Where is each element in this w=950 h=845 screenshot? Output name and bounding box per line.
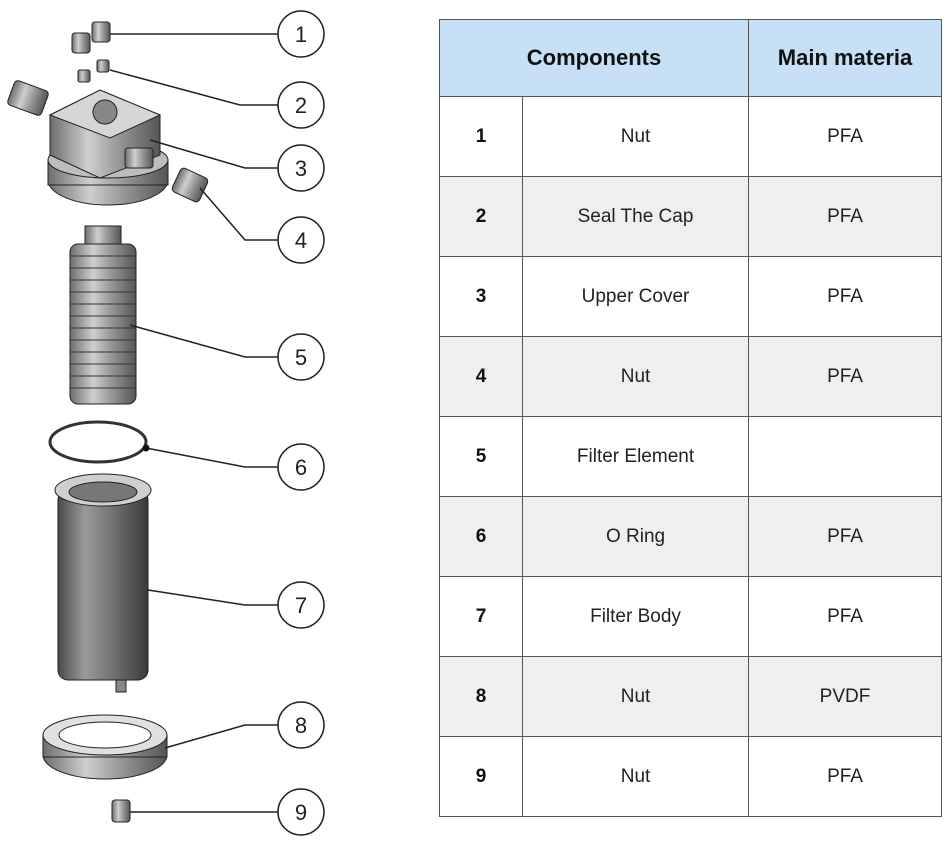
component-name: Nut (521, 336, 750, 417)
table-row: 2 Seal The Cap PFA (439, 176, 943, 257)
callout-circles: 1 2 3 4 5 6 7 8 9 (277, 10, 325, 836)
component-name: Nut (521, 736, 750, 817)
table-row: 8 Nut PVDF (439, 656, 943, 737)
table-row: 3 Upper Cover PFA (439, 256, 943, 337)
leader-lines (109, 33, 278, 813)
table-row: 5 Filter Element (439, 416, 943, 497)
exploded-filter-diagram: 1 2 3 4 5 6 7 8 9 (7, 10, 325, 836)
callout-9: 9 (295, 800, 307, 825)
component-name: Nut (521, 656, 750, 737)
component-name: O Ring (521, 496, 750, 577)
row-number: 4 (439, 336, 523, 417)
row-number: 6 (439, 496, 523, 577)
components-table: Components Main materia 1 Nut PFA 2 Seal… (438, 19, 943, 817)
material: PFA (748, 336, 943, 417)
callout-4: 4 (295, 228, 307, 253)
row-number: 2 (439, 176, 523, 257)
component-name: Nut (521, 96, 750, 177)
callout-2: 2 (295, 93, 307, 118)
callout-1: 1 (295, 22, 307, 47)
material: PFA (748, 176, 943, 257)
material: PFA (748, 256, 943, 337)
component-name: Filter Element (521, 416, 750, 497)
side-nut-left (7, 80, 49, 116)
callout-3: 3 (295, 156, 307, 181)
table-row: 1 Nut PFA (439, 96, 943, 177)
row-number: 1 (439, 96, 523, 177)
row-number: 3 (439, 256, 523, 337)
header-main-material: Main materia (748, 19, 943, 97)
part-5-filter-element (69, 225, 137, 405)
material: PFA (748, 496, 943, 577)
component-name: Seal The Cap (521, 176, 750, 257)
table-row: 9 Nut PFA (439, 736, 943, 817)
part-1-nuts (71, 21, 111, 54)
callout-7: 7 (295, 593, 307, 618)
component-name: Filter Body (521, 576, 750, 657)
callout-6: 6 (295, 455, 307, 480)
callout-8: 8 (295, 713, 307, 738)
row-number: 9 (439, 736, 523, 817)
part-9-nut (111, 799, 131, 823)
row-number: 5 (439, 416, 523, 497)
part-2-seal-caps (77, 59, 110, 83)
part-6-o-ring (48, 420, 148, 464)
table-row: 7 Filter Body PFA (439, 576, 943, 657)
header-components: Components (438, 19, 750, 97)
material: PFA (748, 736, 943, 817)
row-number: 7 (439, 576, 523, 657)
part-7-filter-body (54, 473, 152, 693)
table-header-row: Components Main materia (438, 19, 943, 97)
material: PFA (748, 576, 943, 657)
part-8-ring-nut (42, 714, 168, 780)
table-row: 6 O Ring PFA (439, 496, 943, 577)
material: PVDF (748, 656, 943, 737)
row-number: 8 (439, 656, 523, 737)
table-row: 4 Nut PFA (439, 336, 943, 417)
callout-5: 5 (295, 345, 307, 370)
material (748, 416, 943, 497)
component-name: Upper Cover (521, 256, 750, 337)
material: PFA (748, 96, 943, 177)
part-4-nut (171, 167, 209, 203)
part-3-upper-cover (47, 89, 169, 206)
